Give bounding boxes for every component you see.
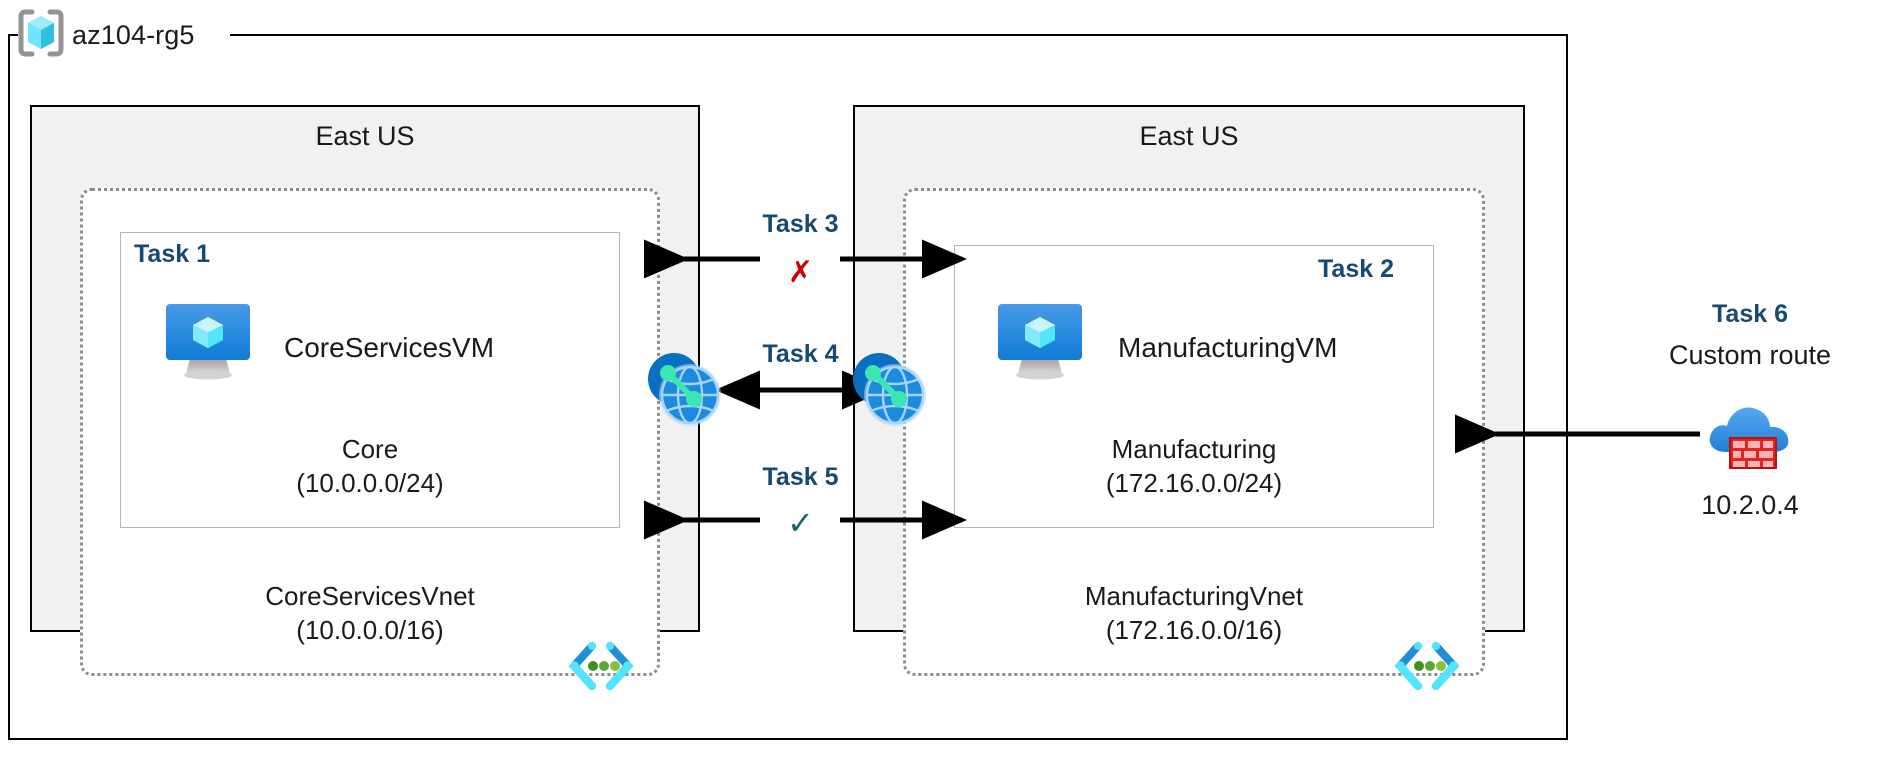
subnet-cidr-core: (10.0.0.0/24) bbox=[296, 468, 444, 499]
subnet-label-manufacturing: Manufacturing bbox=[1111, 434, 1277, 464]
vnet-name-core: CoreServicesVnet (10.0.0.0/16) bbox=[80, 580, 660, 648]
task-1-label: Task 1 bbox=[134, 240, 210, 268]
vnet-cidr-core: (10.0.0.0/16) bbox=[296, 614, 444, 645]
region-title-left: East US bbox=[315, 121, 415, 151]
resource-group-label: az104-rg5 bbox=[18, 7, 194, 63]
task-2-label: Task 2 bbox=[1318, 255, 1394, 283]
vnet-icon-manufacturing bbox=[1392, 640, 1462, 697]
subnet-cidr-manufacturing: (172.16.0.0/24) bbox=[1105, 468, 1283, 499]
vm-name-manufacturing: ManufacturingVM bbox=[1118, 332, 1338, 363]
task-3-label: Task 3 bbox=[762, 210, 839, 238]
vnet-peering-icon-left bbox=[640, 345, 728, 438]
subnet-name-core: Core (10.0.0.0/24) bbox=[120, 432, 620, 501]
custom-route-ip: 10.2.0.4 bbox=[1701, 490, 1799, 520]
subnet-label-core: Core bbox=[341, 434, 399, 464]
task-5-label: Task 5 bbox=[762, 463, 839, 491]
azure-resource-group-icon bbox=[18, 9, 64, 62]
vm-name-core: CoreServicesVM bbox=[284, 332, 495, 363]
vnet-label-manufacturing: ManufacturingVnet bbox=[1084, 581, 1304, 611]
custom-route-label: Custom route bbox=[1668, 340, 1832, 370]
vnet-label-core: CoreServicesVnet bbox=[265, 581, 475, 611]
task-3-status-mark: ✗ bbox=[787, 256, 814, 289]
resource-group-container bbox=[8, 34, 1568, 740]
subnet-box-manufacturing bbox=[954, 245, 1434, 528]
vnet-icon-core bbox=[566, 640, 636, 697]
vnet-cidr-manufacturing: (172.16.0.0/16) bbox=[1105, 614, 1283, 645]
subnet-name-manufacturing: Manufacturing (172.16.0.0/24) bbox=[954, 432, 1434, 501]
virtual-machine-icon-manufacturing bbox=[994, 300, 1086, 387]
task-4-label: Task 4 bbox=[762, 340, 839, 368]
subnet-box-core bbox=[120, 232, 620, 528]
task-6-label: Task 6 bbox=[1712, 300, 1788, 328]
region-title-right: East US bbox=[1139, 121, 1239, 151]
vnet-name-manufacturing: ManufacturingVnet (172.16.0.0/16) bbox=[903, 580, 1485, 648]
vnet-peering-icon-right bbox=[845, 345, 933, 438]
firewall-icon bbox=[1700, 396, 1802, 479]
resource-group-name: az104-rg5 bbox=[72, 19, 195, 50]
virtual-machine-icon-core bbox=[162, 300, 254, 387]
task-5-status-mark: ✓ bbox=[787, 505, 814, 541]
